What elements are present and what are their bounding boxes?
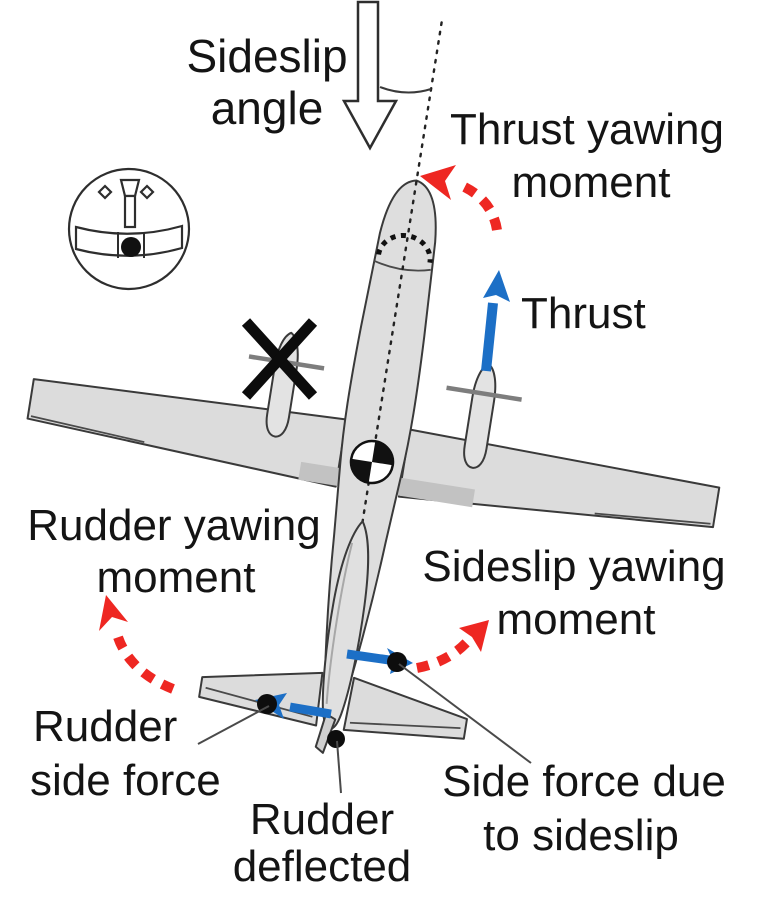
- sideslip-angle-arc: [379, 86, 432, 94]
- stabilizer-right: [342, 676, 468, 740]
- thrust-arrow: [481, 270, 510, 372]
- label-rudder-deflected-line2: deflected: [233, 842, 412, 891]
- rudder-deflected-blade: [314, 712, 337, 754]
- sideslip-yawing-moment-arrow: [415, 620, 489, 673]
- gauge-right-mark: [139, 184, 155, 200]
- leader-rudder-deflected: [336, 740, 342, 794]
- label-side-force-due-to-sideslip-line1: Side force due: [442, 757, 726, 806]
- rudder-hinge-dot: [327, 730, 345, 748]
- slip-indicator-gauge-icon: [67, 167, 191, 291]
- gauge-pointer: [119, 178, 141, 198]
- gauge-left-mark: [97, 184, 113, 200]
- label-rudder-yawing-moment-line1: Rudder yawing: [27, 501, 321, 550]
- gauge-ball: [121, 237, 141, 257]
- engine-nacelle-right: [463, 363, 497, 469]
- fin-ridge-line: [325, 542, 354, 704]
- label-rudder-side-force-line2: side force: [30, 756, 221, 805]
- cockpit-windshield-arc: [376, 232, 433, 263]
- leader-rudder-side-force: [197, 705, 270, 745]
- label-thrust: Thrust: [521, 289, 646, 338]
- rudder-yawing-moment-arrow: [99, 595, 175, 694]
- label-thrust-yawing-moment-line2: moment: [512, 158, 671, 207]
- gauge-needle: [123, 194, 137, 229]
- elevator-line-right: [349, 721, 461, 730]
- label-sideslip-yawing-moment-line1: Sideslip yawing: [422, 542, 725, 591]
- label-sideslip-angle-line1: Sideslip: [186, 30, 347, 82]
- aileron-line-left: [30, 415, 145, 444]
- propeller-line-right: [446, 385, 522, 402]
- label-rudder-deflected-line1: Rudder: [250, 795, 394, 844]
- failed-engine-x-icon: [241, 318, 318, 400]
- sideslip-force-point-dot: [387, 652, 407, 672]
- cg-symbol-icon: [349, 439, 395, 485]
- sideslip-velocity-arrow: [341, 0, 399, 151]
- leader-side-force-due-to-sideslip: [398, 663, 532, 764]
- thrust-yawing-moment-arrow: [420, 165, 502, 231]
- aileron-line-right: [594, 512, 711, 525]
- label-sideslip-yawing-moment-line2: moment: [497, 595, 656, 644]
- label-side-force-due-to-sideslip-line2: to sideslip: [483, 811, 679, 860]
- label-sideslip-angle-line2: angle: [211, 82, 324, 134]
- label-rudder-yawing-moment-line2: moment: [97, 553, 256, 602]
- label-thrust-yawing-moment-line1: Thrust yawing: [450, 105, 724, 154]
- label-rudder-side-force-line1: Rudder: [33, 702, 177, 751]
